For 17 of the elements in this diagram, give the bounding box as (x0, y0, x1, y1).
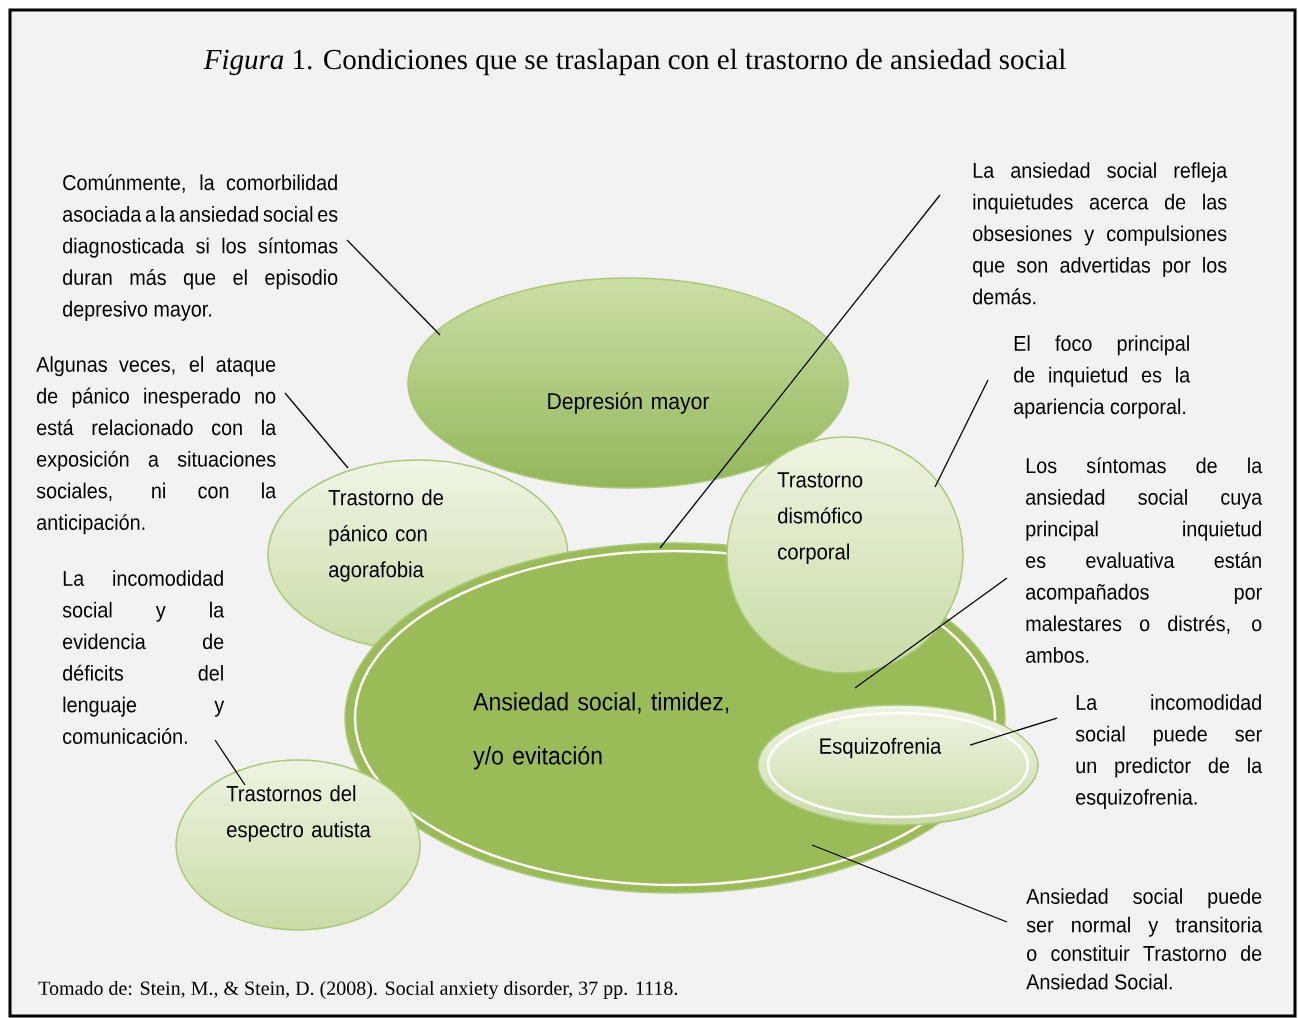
annotation-text: El foco principal de inquietud es la apariencia corporal. (1014, 335, 1191, 419)
leader-line (214, 739, 246, 786)
leader-line (854, 577, 1008, 689)
annotation-text: Los síntomas de la ansiedad social cuya principal inquietud es evaluativa están acompañados por malestares o distrés, o ambos. (1026, 457, 1263, 663)
annotation-text: La incomodidad social puede ser un predictor de la esquizofrenia. (1075, 694, 1263, 810)
figure-title: Figura 1. Condiciones que se traslapan con el trastorno de ansiedad social (203, 48, 1066, 76)
leader-line (659, 194, 941, 549)
source-caption: Tomado de: Stein, M., & Stein, D. (2008). Social anxiety disorder, 37 pp. 1118. (38, 980, 678, 1000)
leader-line (811, 844, 1008, 923)
leader-line (346, 239, 441, 336)
leader-line (934, 379, 989, 488)
annotation-text: La ansiedad social refleja inquietudes acerca de las obsesiones y compulsiones que son advertidas por los demás. (973, 162, 1228, 305)
leader-line (284, 392, 349, 469)
leader-line (969, 717, 1058, 746)
annotation-text: La incomodidad social y la evidencia de déficits del lenguaje y comunicación. (62, 570, 225, 744)
annotation-text: Comúnmente, la comorbilidad asociada a la ansiedad social es diagnosticada si los síntomas duran más que el episodio depresivo mayor. (63, 174, 338, 321)
annotation-text: Ansiedad social puede ser normal y transitoria o constituir Trastorno de Ansiedad Social. (1026, 888, 1263, 990)
